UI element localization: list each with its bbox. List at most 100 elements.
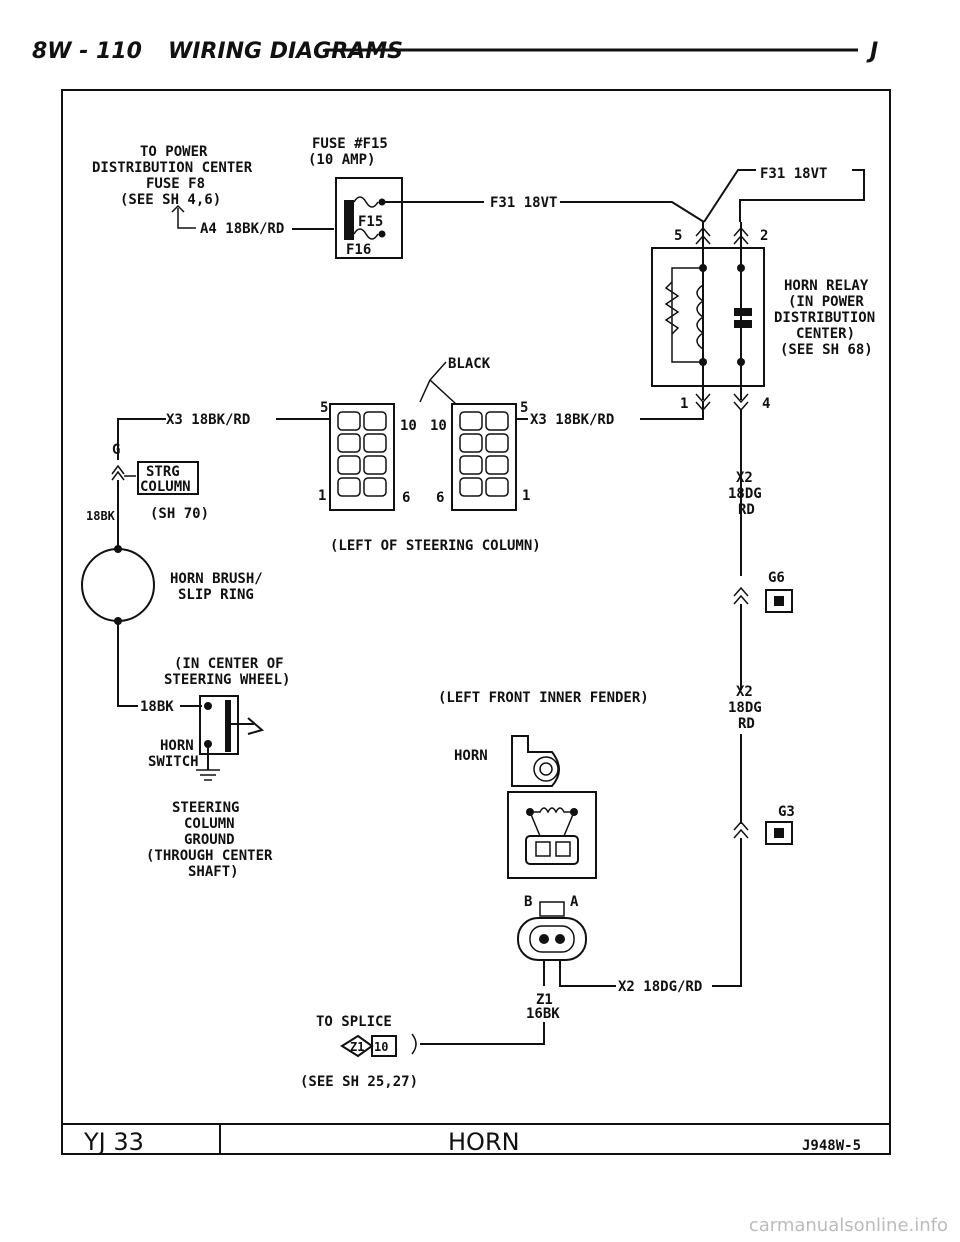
connector-left-pin-10: 10 xyxy=(400,418,417,434)
svg-text:X2: X2 xyxy=(736,684,753,700)
svg-text:(SEE SH 68): (SEE SH 68) xyxy=(780,342,873,358)
connector-half-left xyxy=(329,403,395,511)
svg-text:(THROUGH CENTER: (THROUGH CENTER xyxy=(146,848,273,864)
splice-label: TO SPLICE xyxy=(316,1014,392,1030)
svg-text:DISTRIBUTION: DISTRIBUTION xyxy=(774,310,875,326)
fuse-f16-terminal xyxy=(378,230,386,238)
horn-switch-label-2: SWITCH xyxy=(148,754,199,770)
strg-connector xyxy=(111,464,125,481)
horn-location: (LEFT FRONT INNER FENDER) xyxy=(438,690,649,706)
relay-pin-1: 1 xyxy=(680,396,688,412)
wire-f31-jumper-right xyxy=(739,169,865,222)
svg-text:CENTER): CENTER) xyxy=(796,326,855,342)
horn-switch-label-1: HORN xyxy=(160,738,194,754)
ground-g3-center xyxy=(774,828,784,838)
horn-connector-housing xyxy=(507,791,597,879)
footer-page-code: YJ 33 xyxy=(83,1128,144,1156)
wire-x2-bottom-label: X2 18DG/RD xyxy=(618,979,702,995)
slip-ring-label-1: HORN BRUSH/ xyxy=(170,571,263,587)
connector-location: (LEFT OF STEERING COLUMN) xyxy=(330,538,541,554)
slip-ring-label-2: SLIP RING xyxy=(178,587,254,603)
horn-slip-ring xyxy=(81,548,155,622)
horn-switch-node-top xyxy=(204,702,212,710)
relay-pin-5: 5 xyxy=(674,228,682,244)
horn-coil xyxy=(530,807,574,814)
svg-text:COLUMN: COLUMN xyxy=(184,816,235,832)
power-source-arrow xyxy=(171,204,196,229)
watermark: carmanualsonline.info xyxy=(748,1215,948,1236)
header-page-number: 8W - 110 xyxy=(32,39,142,64)
wheel-location-1: (IN CENTER OF xyxy=(174,656,284,672)
wire-x2-mid-label: X2 18DG RD xyxy=(728,684,762,732)
fuse-f15-label: F15 xyxy=(358,214,383,230)
connector-left-pin-6: 6 xyxy=(402,490,410,506)
relay-resistor xyxy=(664,281,680,335)
horn-switch-actuator xyxy=(228,717,265,735)
relay-pin-2: 2 xyxy=(760,228,768,244)
wire-z1-label-2: 16BK xyxy=(526,1006,560,1022)
relay-node-top-right xyxy=(737,264,745,272)
horn-relay-label: HORN RELAY (IN POWER DISTRIBUTION CENTER… xyxy=(774,278,875,358)
svg-text:X2: X2 xyxy=(736,470,753,486)
wire-z1-label-1: Z1 xyxy=(536,992,553,1008)
strg-label: STRG xyxy=(146,464,180,480)
ground-symbol xyxy=(196,769,220,781)
horn-pin-a: A xyxy=(570,894,579,910)
wire-x3-right xyxy=(640,402,704,420)
connector-color-label: BLACK xyxy=(448,356,491,372)
g3-connector xyxy=(733,820,749,839)
horn-harness-connector xyxy=(517,917,587,961)
relay-coil-frame xyxy=(671,267,703,363)
splice-sheet-ref: (SEE SH 25,27) xyxy=(300,1074,418,1090)
svg-text:TO POWER: TO POWER xyxy=(140,144,208,160)
strg-ground-letter: G xyxy=(112,442,120,458)
wire-x3-right-label: X3 18BK/RD xyxy=(530,412,614,428)
connector-right-pin-5: 5 xyxy=(520,400,528,416)
horn-label: HORN xyxy=(454,748,488,764)
horn-relay-box xyxy=(651,247,765,387)
connector-half-right xyxy=(451,403,517,511)
connector-color-leader xyxy=(419,361,457,405)
switch-wire-label: 18BK xyxy=(140,699,174,715)
horn-plug-cavity-b xyxy=(535,841,551,857)
svg-text:HORN RELAY: HORN RELAY xyxy=(784,278,869,294)
svg-text:SHAFT): SHAFT) xyxy=(188,864,239,880)
strg-column-box xyxy=(137,461,199,495)
footer-figure-id: J948W-5 xyxy=(802,1138,861,1154)
svg-text:(SEE SH 4,6): (SEE SH 4,6) xyxy=(120,192,221,208)
relay-node-bottom-right xyxy=(737,358,745,366)
horn-pin-b: B xyxy=(524,894,532,910)
svg-text:18DG: 18DG xyxy=(728,700,762,716)
svg-text:RD: RD xyxy=(738,502,755,518)
slip-ring-top-node xyxy=(114,545,122,553)
connector-right-pin-6: 6 xyxy=(436,490,444,506)
wire-x2-bottom xyxy=(712,838,742,987)
horn-connector-latch xyxy=(539,901,565,917)
footer-title: HORN xyxy=(448,1128,520,1156)
ground-g6-center xyxy=(774,596,784,606)
svg-text:FUSE F8: FUSE F8 xyxy=(146,176,205,192)
svg-text:DISTRIBUTION CENTER: DISTRIBUTION CENTER xyxy=(92,160,253,176)
svg-text:RD: RD xyxy=(738,716,755,732)
ground-g3-symbol xyxy=(765,821,793,845)
relay-pin-4: 4 xyxy=(762,396,770,412)
connector-right-pin-10: 10 xyxy=(430,418,447,434)
wire-f31-label: F31 18VT xyxy=(490,195,557,211)
horn-harness-wires xyxy=(543,960,616,987)
fuse-box xyxy=(335,177,403,259)
svg-text:STEERING: STEERING xyxy=(172,800,239,816)
fuse-f16-element xyxy=(353,228,379,240)
svg-text:(10 AMP): (10 AMP) xyxy=(308,152,375,168)
connector-left-pin-5: 5 xyxy=(320,400,328,416)
wire-x3-left-label: X3 18BK/RD xyxy=(166,412,250,428)
ground-g6-symbol xyxy=(765,589,793,613)
svg-text:GROUND: GROUND xyxy=(184,832,235,848)
splice-box xyxy=(371,1035,397,1057)
svg-text:18DG: 18DG xyxy=(728,486,762,502)
diagram-frame xyxy=(61,89,891,1155)
connector-right-pin-1: 1 xyxy=(522,488,530,504)
relay-contact-plate-1 xyxy=(734,308,752,316)
svg-text:FUSE #F15: FUSE #F15 xyxy=(312,136,388,152)
wheel-location-2: STEERING WHEEL) xyxy=(164,672,290,688)
